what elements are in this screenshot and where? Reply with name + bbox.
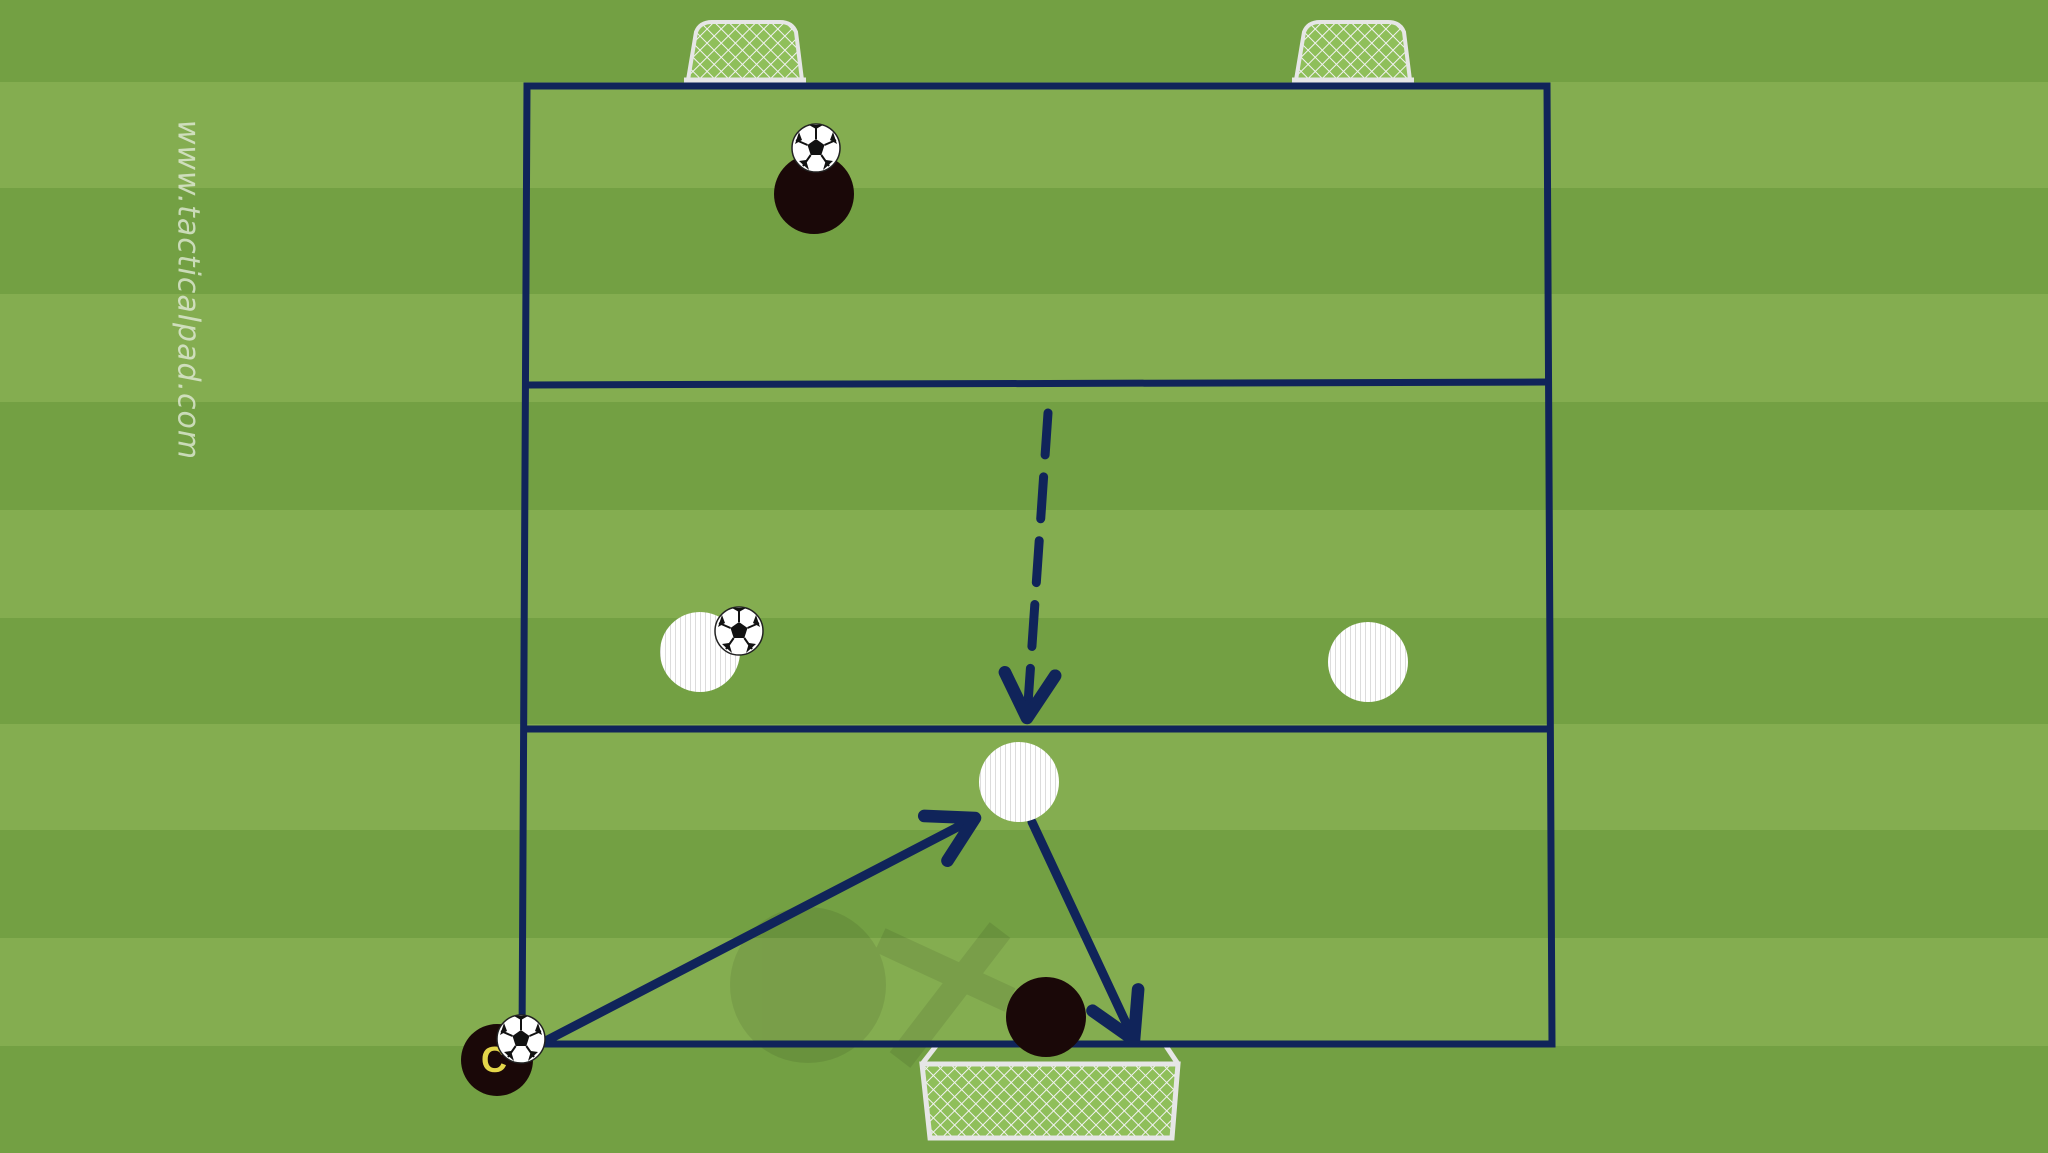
- pass-arrow-to-goal: [1027, 817, 1145, 1047]
- ghost-ball-watermark-icon: [730, 907, 1016, 1068]
- drill-area-lines: [518, 82, 1556, 1048]
- run-arrow-dashed: [998, 408, 1062, 725]
- zone-line-upper: [523, 378, 1552, 389]
- ball-icon-left: [714, 606, 764, 656]
- movement-arrows: [531, 408, 1145, 1051]
- area-outline: [518, 82, 1556, 1048]
- mini-goal-left: [684, 20, 806, 83]
- black-player-goalkeeper: [1006, 977, 1086, 1057]
- mini-goal-right: [1292, 20, 1414, 83]
- black-player-top: [774, 154, 854, 234]
- watermark-text: www.tacticalpad.com: [170, 119, 206, 461]
- white-player-right: [1328, 622, 1408, 702]
- ball-icon-coach: [496, 1014, 546, 1064]
- main-goal: [919, 1044, 1181, 1141]
- ball-icon-top: [791, 123, 841, 173]
- pass-arrow-coach-to-player: [531, 809, 982, 1051]
- white-player-center: [979, 742, 1059, 822]
